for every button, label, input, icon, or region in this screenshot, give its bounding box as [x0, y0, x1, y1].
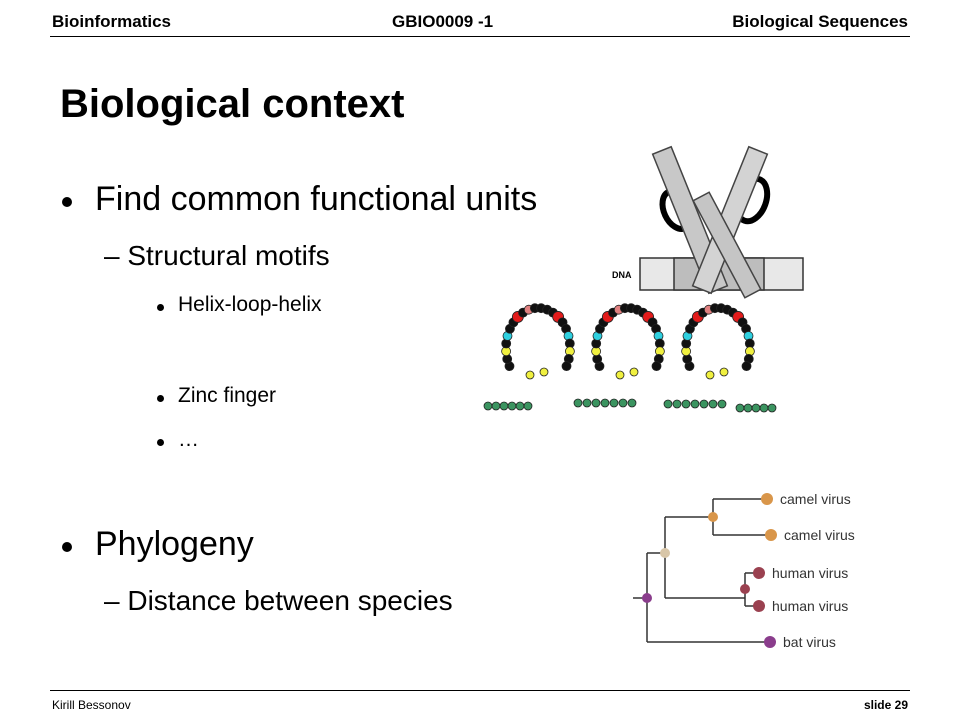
residue-bead: [491, 401, 501, 411]
bullet-dot: [62, 542, 72, 552]
sub-distance-species: – Distance between species: [104, 585, 453, 616]
residue-bead: [699, 399, 709, 409]
tree-node-root: [642, 593, 652, 603]
bullet-dot: [157, 304, 164, 311]
residue-bead: [561, 361, 572, 372]
residue-bead: [615, 370, 625, 380]
residue-bead: [719, 367, 729, 377]
leaf-label: bat virus: [783, 634, 836, 650]
residue-bead: [735, 403, 745, 413]
residue-bead: [539, 367, 549, 377]
header-course: Bioinformatics: [52, 12, 172, 31]
leaf-human-2: [753, 600, 765, 612]
dna-label: DNA: [612, 270, 632, 280]
header-topic: Biological Sequences: [732, 12, 908, 31]
item-ellipsis: …: [178, 428, 199, 451]
bullet-dot: [157, 395, 164, 402]
residue-bead: [515, 401, 525, 411]
leaf-label: human virus: [772, 598, 848, 614]
leaf-label: camel virus: [780, 491, 851, 507]
residue-bead: [627, 398, 637, 408]
residue-bead: [705, 370, 715, 380]
residue-bead: [717, 399, 727, 409]
residue-bead: [759, 403, 769, 413]
tree-node-human: [740, 584, 750, 594]
leaf-label: camel virus: [784, 527, 855, 543]
item-zinc-finger: Zinc finger: [178, 384, 277, 407]
residue-bead: [600, 398, 610, 408]
residue-bead: [618, 398, 628, 408]
residue-bead: [507, 401, 517, 411]
header-rule: [50, 36, 910, 37]
residue-bead: [582, 398, 592, 408]
residue-bead: [573, 398, 583, 408]
leaf-bat: [764, 636, 776, 648]
residue-bead: [708, 399, 718, 409]
footer-rule: [50, 690, 910, 691]
sub-structural-motifs: – Structural motifs: [104, 240, 330, 271]
residue-bead: [499, 401, 509, 411]
residue-bead: [525, 370, 535, 380]
residue-bead: [651, 361, 662, 372]
residue-bead: [483, 401, 493, 411]
residue-bead: [690, 399, 700, 409]
phylogenetic-tree: camel virus camel virus human virus huma…: [633, 491, 855, 650]
residue-bead: [681, 399, 691, 409]
item-helix-loop-helix: Helix-loop-helix: [178, 293, 322, 316]
residue-bead: [672, 399, 682, 409]
residue-bead: [743, 403, 753, 413]
bullet-functional-units: Find common functional units: [95, 180, 538, 218]
residue-bead: [663, 399, 673, 409]
tree-node-inner: [660, 548, 670, 558]
leaf-label: human virus: [772, 565, 848, 581]
residue-bead: [609, 398, 619, 408]
residue-bead: [767, 403, 777, 413]
header-code: GBIO0009 -1: [392, 12, 494, 31]
slide-title: Biological context: [60, 82, 405, 126]
footer-slide-number: slide 29: [863, 698, 908, 712]
leaf-human-1: [753, 567, 765, 579]
bullet-dot: [62, 197, 72, 207]
helix-loop-helix-figure: DNA: [612, 145, 804, 299]
residue-bead: [591, 398, 601, 408]
leaf-camel-1: [761, 493, 773, 505]
residue-bead: [741, 361, 752, 372]
tree-node-camel: [708, 512, 718, 522]
residue-bead: [751, 403, 761, 413]
bullet-dot: [157, 439, 164, 446]
bullet-phylogeny: Phylogeny: [95, 525, 254, 563]
residue-bead: [523, 401, 533, 411]
zinc-finger-figure: [483, 303, 777, 413]
footer-author: Kirill Bessonov: [52, 698, 131, 712]
leaf-camel-2: [765, 529, 777, 541]
residue-bead: [629, 367, 639, 377]
